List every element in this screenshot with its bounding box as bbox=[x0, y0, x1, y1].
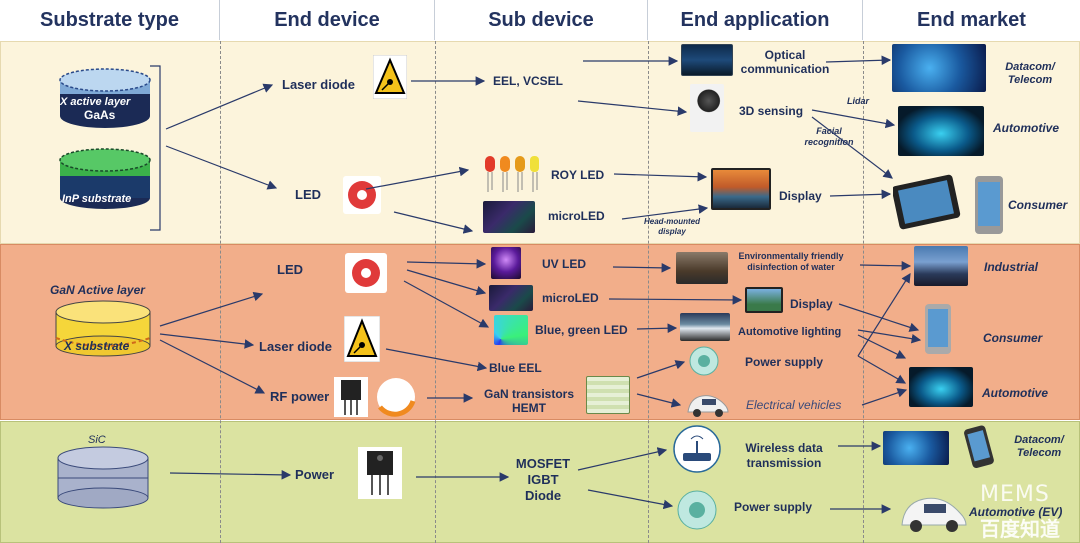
sic-power-supply-label: Power supply bbox=[734, 500, 813, 514]
gan-automotive-image bbox=[909, 367, 973, 407]
hemt-chip-image bbox=[586, 376, 630, 414]
electrical-vehicles-label: Electrical vehicles bbox=[746, 398, 842, 412]
datacom-telecom-image bbox=[892, 44, 986, 92]
industrial-image bbox=[914, 246, 968, 286]
sic-label: SiC bbox=[88, 434, 106, 446]
sic-power-supply-icon bbox=[677, 490, 717, 530]
x-substrate-label: X substrate bbox=[64, 339, 130, 353]
gaas-datacom-telecom-label: Datacom/ Telecom bbox=[1005, 61, 1055, 86]
gaas-active-layer-label: X active layer bbox=[60, 96, 131, 108]
uv-led-image bbox=[491, 247, 521, 279]
gan-led-label: LED bbox=[277, 262, 303, 277]
gaas-consumer-label: Consumer bbox=[1008, 198, 1068, 212]
rf-wafer-icon bbox=[377, 378, 416, 417]
gan-display-image bbox=[745, 287, 783, 313]
gaas-automotive-label: Automotive bbox=[993, 121, 1059, 135]
inp-substrate-label: InP substrate bbox=[62, 193, 132, 205]
rf-power-label: RF power bbox=[270, 389, 330, 404]
gaas-laser-diode-label: Laser diode bbox=[282, 77, 355, 92]
water-disinfection-label: Environmentally friendly disinfection of… bbox=[738, 251, 844, 272]
display-tv-image bbox=[711, 168, 771, 210]
gan-power-supply-icon bbox=[689, 346, 719, 376]
gan-consumer-phone-icon bbox=[925, 304, 951, 354]
gaas-microled-label: microLED bbox=[548, 209, 605, 223]
automotive-lighting-image bbox=[680, 313, 730, 341]
sic-datacom-telecom-label: Datacom/ Telecom bbox=[1014, 434, 1064, 459]
3d-sensing-image bbox=[690, 84, 724, 132]
gan-transistors-hemt-label: GaN transistors HEMT bbox=[483, 387, 575, 415]
gan-automotive-label: Automotive bbox=[982, 386, 1048, 400]
uv-led-label: UV LED bbox=[542, 257, 587, 271]
blue-green-led-image bbox=[494, 315, 528, 345]
optical-communication-image bbox=[681, 44, 733, 76]
header-end-market: End market bbox=[863, 0, 1080, 40]
gan-laser-warning-icon bbox=[344, 316, 380, 362]
watermark-baidu: 百度知道 bbox=[980, 517, 1060, 541]
sic-ev-car-icon bbox=[901, 497, 967, 532]
gan-industrial-label: Industrial bbox=[984, 260, 1039, 274]
gan-microled-image bbox=[489, 285, 533, 311]
header-end-device: End device bbox=[220, 0, 435, 40]
gaas-wafer-icon bbox=[59, 68, 151, 128]
blue-eel-label: Blue EEL bbox=[489, 361, 542, 375]
gaas-display-label: Display bbox=[779, 189, 822, 203]
gan-led-icon bbox=[345, 253, 387, 293]
facial-recognition-note: Facial recognition bbox=[804, 126, 854, 147]
gan-display-label: Display bbox=[790, 297, 833, 311]
gan-wafer-icon bbox=[55, 300, 151, 357]
wireless-data-transmission-label: Wireless data transmission bbox=[745, 441, 823, 470]
sic-transistor-icon bbox=[358, 447, 402, 499]
automotive-lighting-label: Automotive lighting bbox=[738, 326, 842, 338]
wireless-router-icon bbox=[673, 425, 721, 473]
blue-green-led-label: Blue, green LED bbox=[535, 323, 628, 337]
laser-warning-icon bbox=[373, 55, 407, 99]
sic-wafer-icon bbox=[57, 446, 149, 509]
roy-led-label: ROY LED bbox=[551, 168, 605, 182]
sic-datacom-image bbox=[883, 431, 949, 465]
eel-vcsel-label: EEL, VCSEL bbox=[493, 74, 564, 88]
microled-display-image bbox=[483, 201, 535, 233]
gaas-automotive-image bbox=[898, 106, 984, 156]
column-divider bbox=[220, 41, 221, 543]
column-divider bbox=[435, 41, 436, 543]
inp-wafer-icon bbox=[59, 148, 151, 209]
header-sub-device: Sub device bbox=[435, 0, 648, 40]
sic-power-label: Power bbox=[295, 467, 335, 482]
led-icon bbox=[343, 176, 381, 214]
head-mounted-display-note: Head-mounted display bbox=[644, 217, 700, 236]
consumer-devices-icon bbox=[893, 174, 1003, 234]
column-divider bbox=[863, 41, 864, 543]
gan-power-supply-label: Power supply bbox=[745, 355, 824, 369]
gan-active-layer-label: GaN Active layer bbox=[50, 283, 145, 297]
lidar-note: Lidar bbox=[847, 96, 870, 106]
watermark-mems: MEMS bbox=[980, 482, 1050, 507]
mosfet-igbt-diode-label: MOSFET IGBT Diode bbox=[515, 456, 571, 503]
gan-consumer-label: Consumer bbox=[983, 331, 1043, 345]
gan-laser-diode-label: Laser diode bbox=[259, 339, 332, 354]
gaas-led-label: LED bbox=[295, 187, 321, 202]
optical-communication-label: Optical communication bbox=[740, 48, 830, 76]
sic-phone-icon bbox=[964, 425, 994, 469]
sic-automotive-ev-label: Automotive (EV) bbox=[969, 505, 1063, 519]
electric-vehicle-icon bbox=[687, 395, 729, 417]
header-substrate-type: Substrate type bbox=[0, 0, 220, 40]
roy-led-icon bbox=[485, 156, 539, 192]
rf-transistor-icon bbox=[334, 377, 368, 417]
gan-microled-label: microLED bbox=[542, 291, 599, 305]
water-disinfection-image bbox=[676, 252, 728, 284]
3d-sensing-label: 3D sensing bbox=[739, 104, 804, 118]
gaas-label: GaAs bbox=[84, 108, 116, 122]
header-end-application: End application bbox=[648, 0, 863, 40]
column-divider bbox=[648, 41, 649, 543]
